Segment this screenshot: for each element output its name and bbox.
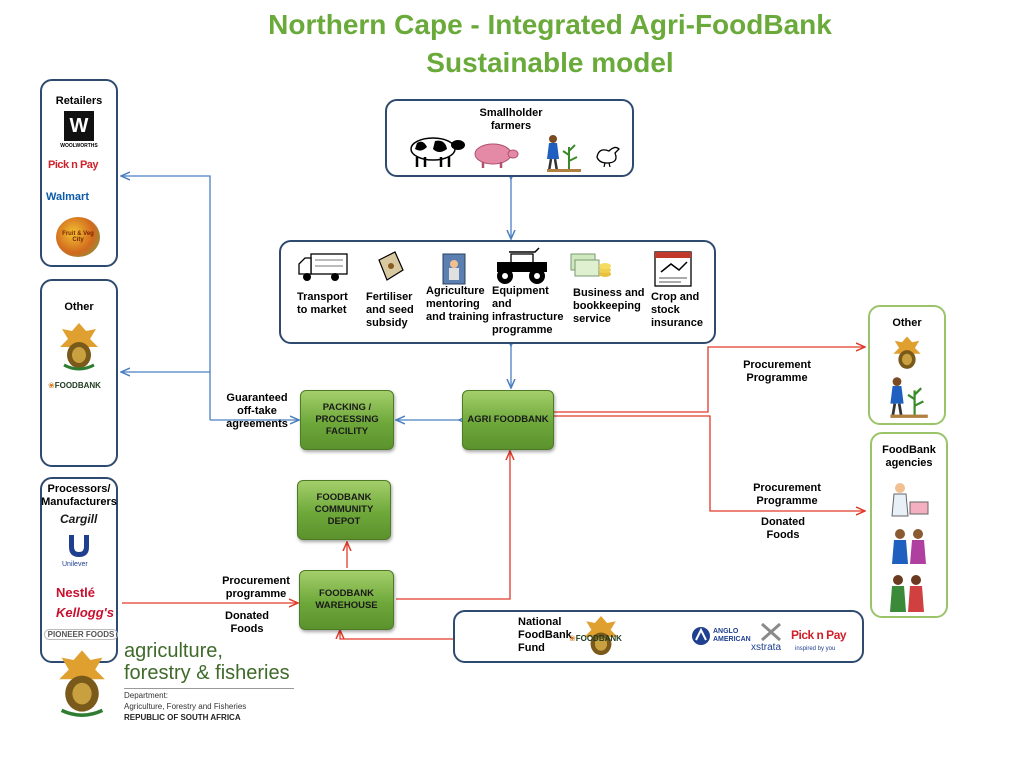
walmart-logo: Walmart [46,191,89,203]
department-sub2: Agriculture, Forestry and Fisheries [124,702,247,711]
picknpay-logo: Pick n Pay [48,159,99,171]
department-name-line2: forestry & fisheries [124,662,290,684]
group-people-icon [890,575,924,612]
service-label-fertiliser: Fertiliser and seed subsidy [366,291,414,329]
insurance-document-icon [654,251,692,287]
elderly-couple-icon [892,529,926,564]
arrow-fund-to-warehouse [340,631,454,640]
farmer-icon [547,135,581,172]
foodbank-logo-left: ❀FOODBANK [48,381,101,390]
agri-foodbank-node: AGRI FOODBANK [462,390,554,450]
woolworths-logo: W [64,111,94,141]
fund-picknpay-logo: Pick n Pay [791,628,847,642]
procurement-left-label: Procurement programme [222,575,290,600]
cargill-logo: Cargill [60,512,98,526]
chicken-icon [596,146,620,167]
woolworths-mark: W [69,115,89,137]
service-label-mentoring: Agriculture mentoring and training [426,285,489,323]
arrow-to-agencies [554,415,864,511]
agencies-label: FoodBank agencies [882,444,936,469]
woolworths-name: WOOLWORTHS [60,143,98,149]
fund-foodbank-swirl-icon: ❀ [569,634,576,643]
national-fund-label: National FoodBank Fund [518,616,572,654]
service-label-business: Business and bookkeeping service [573,287,645,325]
nestle-logo: Nestlé [56,585,96,600]
xstrata-icon [761,622,781,642]
processors-label: Processors/ Manufacturers [41,483,117,508]
unilever-name: Unilever [62,561,88,568]
department-sub1: Department: [124,691,169,700]
fund-foodbank-text: FOODBANK [575,634,622,643]
other-left-box: Other ❀FOODBANK [40,279,118,467]
department-name-line1: agriculture, [124,640,223,662]
foodbank-logo-text: FOODBANK [54,381,101,390]
foodbank-agencies-box: FoodBank agencies [870,432,948,618]
title-line-1: Northern Cape - Integrated Agri-FoodBank [268,9,832,40]
foodbank-swirl-icon: ❀ [48,381,55,390]
retailers-label: Retailers [55,95,103,107]
arrow-to-other-right [554,347,864,413]
warehouse-node: FOODBANK WAREHOUSE [299,570,394,630]
fund-picknpay-tagline: inspired by you [795,646,836,652]
department-coat-of-arms-icon [59,650,105,717]
smallholder-label: Smallholder farmers [479,107,543,132]
money-icon [570,253,611,277]
title-line-2: Sustainable model [426,47,674,78]
services-box: Transport to market Fertiliser and seed … [279,240,716,344]
processors-box: Processors/ Manufacturers Cargill Unilev… [40,477,118,663]
mentor-book-icon [442,253,466,285]
community-depot-node: FOODBANK COMMUNITY DEPOT [297,480,391,540]
xstrata-logo: xstrata [751,642,782,653]
other-right-label: Other [892,317,922,329]
other-left-label: Other [64,301,94,313]
tractor-icon [497,247,547,284]
packing-facility-node: PACKING / PROCESSING FACILITY [300,390,394,450]
fruitveg-label: Fruit & Veg City [62,231,94,243]
caregiver-icon [891,483,929,517]
smallholder-box: Smallholder farmers [385,99,634,177]
page-title: Northern Cape - Integrated Agri-FoodBank… [150,6,950,82]
anglo-american-logo: ANGLO AMERICAN [713,628,751,643]
farmer-right-icon [890,377,928,418]
seed-bag-icon [378,251,404,281]
anglo-american-icon [692,627,710,645]
department-rule [124,688,294,689]
service-label-transport: Transport to market [297,291,348,316]
guaranteed-offtake-label: Guaranteed off-take agreements [226,392,288,430]
pig-icon [474,143,519,168]
coat-of-arms-icon [60,323,98,371]
kelloggs-logo: Kellogg's [56,605,114,620]
department-sub3: REPUBLIC OF SOUTH AFRICA [124,713,241,722]
fruitveg-logo: Fruit & Veg City [56,217,100,257]
coat-of-arms-right-icon [893,336,921,369]
donated-right-label: Donated Foods [761,516,805,541]
donated-left-label: Donated Foods [225,610,269,635]
coat-of-arms-fund-icon [584,616,618,656]
other-right-box: Other [868,305,946,425]
truck-icon [298,253,348,281]
fund-foodbank-logo: ❀FOODBANK [569,634,622,643]
procurement-right-mid-label: Procurement Programme [753,482,821,507]
unilever-icon [69,535,89,557]
service-label-equipment: Equipment and infrastructure programme [492,285,564,336]
cow-icon [410,137,465,167]
service-label-insurance: Crop and stock insurance [651,291,703,329]
retailers-box: Retailers W WOOLWORTHS Pick n Pay Walmar… [40,79,118,267]
pioneer-logo: PIONEER FOODS [44,629,118,640]
procurement-right-top-label: Procurement Programme [743,359,811,384]
arrow-warehouse-to-agri [396,452,510,600]
national-fund-box: National FoodBank Fund ❀FOODBANK ANGLO A… [453,610,864,663]
arrow-to-retailers [122,176,211,420]
